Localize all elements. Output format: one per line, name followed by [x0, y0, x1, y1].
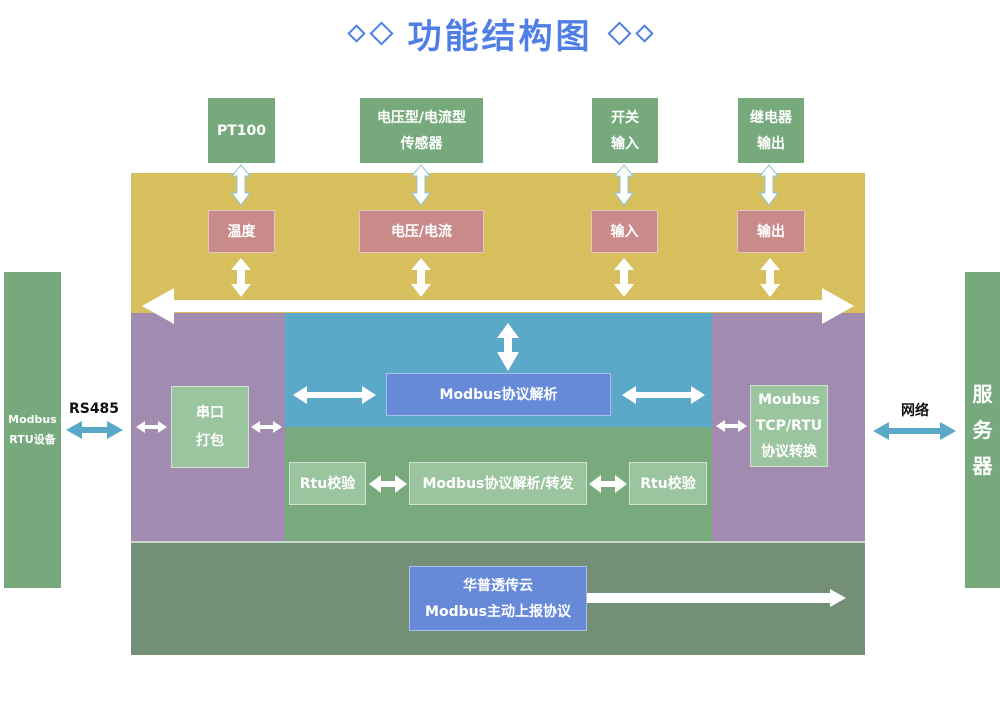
- rs485-label: RS485: [68, 401, 120, 417]
- cloud-protocol-label: 华普透传云: [463, 577, 533, 594]
- modbus-rtu-device: Modbus RTU设备: [4, 272, 61, 588]
- device-label: Modbus: [8, 413, 57, 426]
- bus-arrow-icon: [142, 288, 854, 324]
- bidirectional-arrow-icon: [589, 475, 627, 493]
- report-arrow-icon: [587, 589, 846, 607]
- function-label: 输出: [757, 223, 785, 240]
- rs485-arrow-icon: [66, 421, 123, 439]
- bidirectional-arrow-icon: [230, 164, 252, 206]
- sensor-label: 继电器: [750, 109, 792, 126]
- pt100-sensor: PT100: [208, 98, 275, 163]
- page-title: 功能结构图: [407, 16, 593, 57]
- bidirectional-arrow-icon: [411, 258, 431, 297]
- rtu-check-right-box: Rtu校验: [629, 462, 707, 505]
- function-label: 输入: [610, 223, 639, 240]
- serial-pack-box: 串口 打包: [171, 386, 249, 468]
- server-block: 服 务 器: [965, 272, 1000, 588]
- convert-label: Moubus: [758, 392, 820, 408]
- diagram-title: 功能结构图: [0, 8, 1000, 58]
- serial-pack-label: 串口: [196, 405, 224, 421]
- modbus-parse-label: Modbus协议解析: [439, 386, 558, 403]
- modbus-parse-box: Modbus协议解析: [386, 373, 611, 416]
- serial-pack-label: 打包: [196, 433, 224, 449]
- bidirectional-arrow-icon: [622, 386, 705, 404]
- convert-label: TCP/RTU: [755, 418, 823, 434]
- relay-output-device: 继电器 输出: [738, 98, 804, 163]
- bidirectional-arrow-icon: [410, 164, 432, 206]
- bidirectional-arrow-icon: [716, 420, 747, 432]
- modbus-forward-box: Modbus协议解析/转发: [409, 462, 587, 505]
- modbus-forward-label: Modbus协议解析/转发: [422, 475, 574, 492]
- bidirectional-arrow-icon: [136, 421, 167, 433]
- sensor-label: 输出: [757, 135, 785, 152]
- bidirectional-arrow-icon: [760, 258, 780, 297]
- rtu-check-label: Rtu校验: [640, 475, 696, 492]
- server-label: 器: [972, 454, 993, 478]
- voltage-current-sensor: 电压型/电流型 传感器: [360, 98, 483, 163]
- output-function: 输出: [737, 210, 805, 253]
- bidirectional-arrow-icon: [231, 258, 251, 297]
- input-function: 输入: [591, 210, 658, 253]
- network-label: 网络: [901, 403, 929, 419]
- switch-input-device: 开关 输入: [592, 98, 658, 163]
- rtu-check-left-box: Rtu校验: [289, 462, 366, 505]
- network-arrow-icon: [873, 422, 956, 440]
- bidirectional-arrow-icon: [293, 386, 376, 404]
- temperature-function: 温度: [208, 210, 275, 253]
- bidirectional-arrow-icon: [251, 421, 282, 433]
- server-label: 务: [972, 418, 993, 442]
- sensor-label: 传感器: [400, 135, 443, 152]
- bidirectional-arrow-icon: [369, 475, 407, 493]
- bidirectional-arrow-icon: [614, 258, 634, 297]
- cloud-protocol-label: Modbus主动上报协议: [425, 603, 571, 620]
- function-label: 电压/电流: [390, 223, 453, 240]
- sensor-label: 输入: [611, 135, 639, 152]
- rtu-check-label: Rtu校验: [299, 475, 356, 492]
- function-label: 温度: [227, 223, 256, 240]
- convert-label: 协议转换: [761, 444, 817, 460]
- sensor-label: 开关: [611, 109, 639, 126]
- tcp-rtu-convert-box: Moubus TCP/RTU 协议转换: [750, 385, 828, 467]
- voltage-current-function: 电压/电流: [359, 210, 484, 253]
- sensor-label: 电压型/电流型: [376, 109, 467, 126]
- cloud-protocol-box: 华普透传云 Modbus主动上报协议: [409, 566, 587, 631]
- server-label: 服: [972, 382, 993, 406]
- bidirectional-arrow-icon: [497, 323, 519, 371]
- device-label: RTU设备: [9, 433, 56, 446]
- bidirectional-arrow-icon: [758, 164, 780, 206]
- bidirectional-arrow-icon: [613, 164, 635, 206]
- sensor-label: PT100: [216, 122, 267, 139]
